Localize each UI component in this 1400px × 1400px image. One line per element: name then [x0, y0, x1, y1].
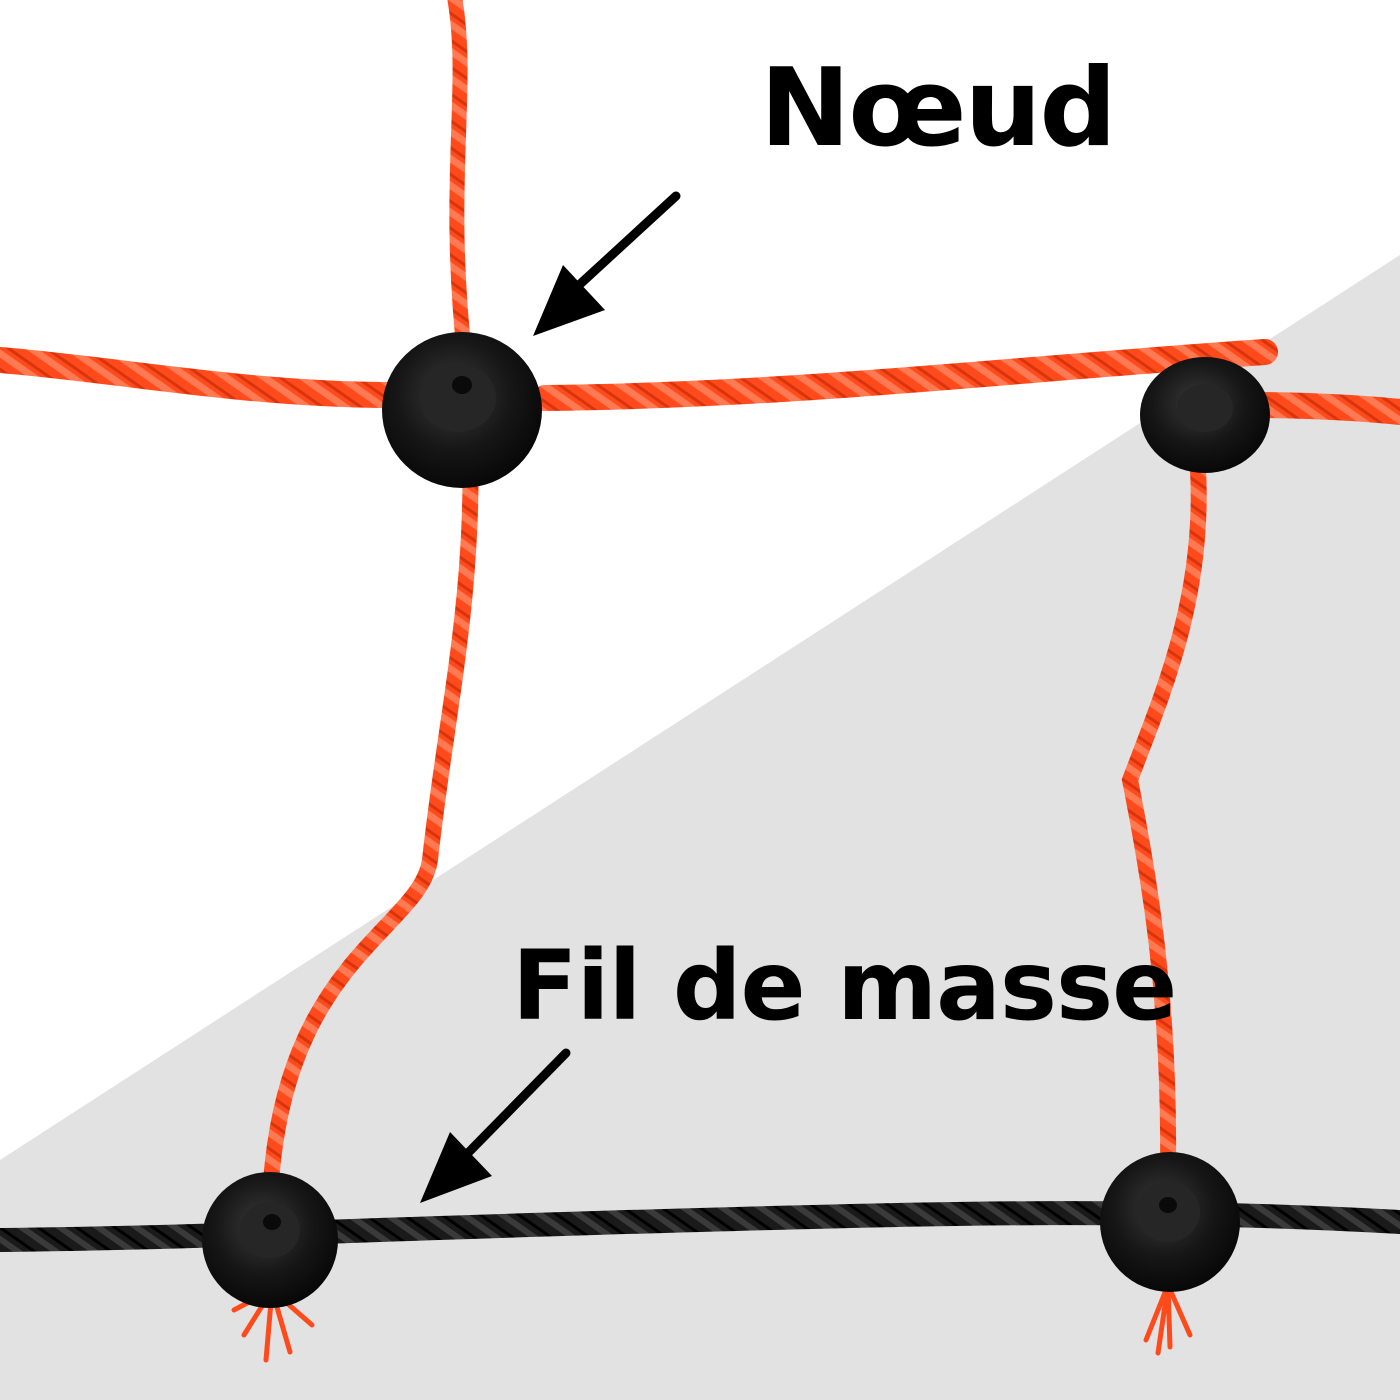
ground-wire-label: Fil de masse — [512, 930, 1177, 1042]
knot-bottom-right — [1100, 1152, 1240, 1292]
knot-bottom-left — [202, 1172, 338, 1308]
background-gray-triangle — [0, 255, 1400, 1400]
arrow-icon — [420, 1048, 571, 1203]
vertical-strand-left — [262, 432, 479, 1208]
vertical-strand-right — [1121, 462, 1207, 1178]
node-label: Nœud — [760, 46, 1117, 171]
knot-top-right — [1140, 357, 1270, 473]
horizontal-strand-left — [0, 347, 403, 408]
horizontal-strand-middle — [532, 339, 1278, 411]
knot-top-left — [382, 332, 542, 488]
frayed-end-left — [231, 1287, 315, 1363]
frayed-end-right — [1143, 1282, 1193, 1356]
vertical-strand-left-top — [447, 0, 473, 368]
arrow-icon — [533, 191, 681, 336]
